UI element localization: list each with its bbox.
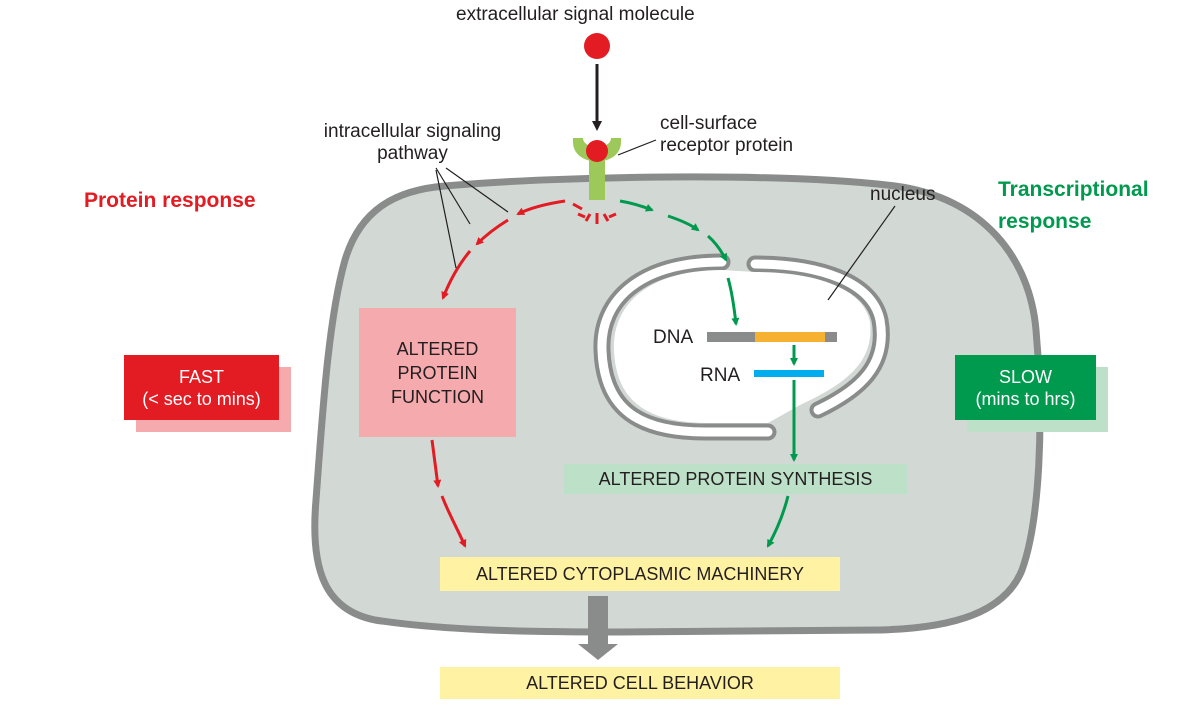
- fast-badge: FAST (< sec to mins): [124, 355, 279, 420]
- altered-protein-synthesis-box: ALTERED PROTEIN SYNTHESIS: [564, 464, 907, 494]
- signal-molecule-label: extracellular signal molecule: [456, 4, 695, 25]
- transcriptional-response-heading: Transcriptional response: [998, 174, 1149, 238]
- slow-badge: SLOW (mins to hrs): [955, 355, 1096, 420]
- altered-protein-function-line2: PROTEIN: [397, 362, 478, 383]
- altered-protein-function-box: ALTERED PROTEIN FUNCTION: [359, 308, 516, 437]
- altered-cell-behavior-box: ALTERED CELL BEHAVIOR: [440, 667, 840, 699]
- altered-protein-function-line1: ALTERED: [396, 338, 479, 359]
- output-arrow-shaft: [588, 596, 608, 644]
- rna-strand: [754, 370, 824, 377]
- protein-response-arrows: [430, 199, 566, 548]
- nucleus-label: nucleus: [870, 184, 936, 205]
- fast-badge-subtitle: (< sec to mins): [142, 388, 261, 409]
- fast-badge-title: FAST: [178, 366, 224, 387]
- nucleus-envelope: [597, 257, 773, 437]
- dna-label: DNA: [653, 327, 694, 348]
- receptor-stem: [589, 160, 605, 200]
- slow-badge-title: SLOW: [998, 366, 1052, 387]
- output-arrow-head: [578, 644, 618, 660]
- altered-protein-function-line3: FUNCTION: [391, 386, 484, 407]
- receptor-label-line2: receptor protein: [660, 135, 794, 156]
- pathway-label-line2: pathway: [377, 143, 448, 164]
- nucleus-envelope: [750, 259, 886, 415]
- transcriptional-response-arrows: [619, 199, 798, 548]
- slow-badge-subtitle: (mins to hrs): [975, 388, 1076, 409]
- receptor-label: cell-surface receptor protein: [660, 113, 793, 157]
- signal-molecule: [584, 33, 610, 59]
- transcriptional-heading-line1: Transcriptional: [998, 178, 1149, 201]
- receptor-label-line1: cell-surface: [660, 113, 758, 134]
- callout-lines: [435, 139, 896, 301]
- pathway-label-line1: intracellular signaling: [323, 121, 502, 142]
- rna-label: RNA: [700, 365, 741, 386]
- activation-burst: [572, 202, 617, 224]
- transcriptional-heading-line2: response: [998, 210, 1092, 233]
- receptor-bound-signal: [586, 140, 608, 162]
- nucleoplasm: [613, 270, 871, 423]
- gene-segment: [755, 332, 825, 342]
- pathway-label: intracellular signaling pathway: [300, 121, 525, 165]
- altered-cytoplasmic-machinery-box: ALTERED CYTOPLASMIC MACHINERY: [440, 557, 840, 591]
- protein-response-heading: Protein response: [84, 189, 256, 212]
